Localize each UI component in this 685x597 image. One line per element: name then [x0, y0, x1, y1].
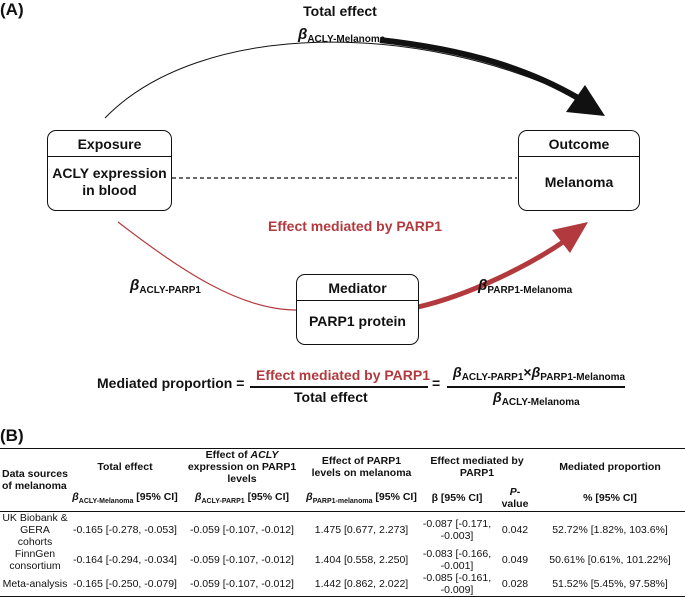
cell-source: UK Biobank & GERA cohorts: [2, 512, 68, 548]
cell-total: -0.164 [-0.294, -0.034]: [73, 554, 177, 566]
cell-proportion: 50.61% [0.61%, 101.22%]: [549, 554, 671, 566]
cell-proportion: 52.72% [1.82%, 103.6%]: [552, 524, 668, 536]
results-table: Data sources of melanoma Total effect Ef…: [0, 448, 685, 597]
header-source: Data sources of melanoma: [0, 448, 70, 512]
subheader-total: βACLY-Melanoma [95% CI]: [72, 490, 178, 506]
mediator-box: Mediator PARP1 protein: [296, 274, 419, 345]
subheader-acly-parp1: βACLY-PARP1 [95% CI]: [194, 490, 290, 506]
diagram-arrows: [104, 37, 605, 311]
total-effect-arc-thick: [379, 37, 580, 101]
formula-lhs: Mediated proportion =: [97, 375, 245, 391]
header-total: Total effect: [97, 461, 153, 473]
mediator-outcome-arrowhead: [552, 222, 588, 253]
cell-mediated: -0.085 [-0.161, -0.009]: [422, 572, 492, 596]
beta-parp1-melanoma: βPARP1-Melanoma: [478, 277, 573, 296]
formula-fraction-line-2: [447, 386, 625, 388]
formula-denominator-1: Total effect: [294, 389, 368, 405]
subheader-parp1-melanoma: βPARP1-melanoma [95% CI]: [306, 490, 417, 506]
cell-mediated: -0.087 [-0.171, -0.003]: [422, 518, 492, 542]
formula-equals: =: [432, 375, 441, 391]
exposure-mediator-path: [117, 221, 297, 311]
cell-p: 0.042: [501, 524, 529, 536]
table-row: FinnGen consortium -0.164 [-0.294, -0.034…: [0, 548, 685, 572]
cell-total: -0.165 [-0.278, -0.053]: [73, 524, 177, 536]
header-proportion: Mediated proportion: [559, 461, 661, 473]
cell-p: 0.028: [501, 578, 529, 590]
cell-total: -0.165 [-0.250, -0.079]: [73, 578, 177, 590]
beta-total-effect: βACLY-Melanoma: [298, 26, 386, 45]
mediator-outcome-path: [417, 237, 568, 310]
beta-acly-parp1: βACLY-PARP1: [130, 277, 201, 296]
formula-numerator-2: βACLY-PARP1×βPARP1-Melanoma: [453, 364, 626, 383]
subheader-mediated-beta: β [95% CI]: [431, 492, 483, 504]
subheader-p-value: P-value: [501, 486, 529, 510]
total-effect-arc: [104, 41, 583, 119]
total-effect-arrowhead: [566, 85, 605, 116]
cell-parp1-mel: 1.475 [0.677, 2.273]: [314, 524, 409, 536]
header-acly-parp1: Effect of ACLY expression on PARP1 level…: [187, 449, 297, 485]
outcome-box: Outcome Melanoma: [518, 130, 640, 211]
outcome-body: Melanoma: [544, 174, 614, 190]
total-effect-title: Total effect: [303, 3, 377, 19]
header-mediated: Effect mediated by PARP1: [430, 455, 524, 479]
cell-acly-parp1: -0.059 [-0.107, -0.012]: [190, 524, 294, 536]
table-row: Meta-analysis -0.165 [-0.250, -0.079] -0.0…: [0, 572, 685, 597]
formula-denominator-2: βACLY-Melanoma: [493, 389, 580, 408]
mediated-effect-title: Effect mediated by PARP1: [268, 218, 443, 234]
panel-a-label: (A): [0, 0, 24, 19]
exposure-box: Exposure ACLY expression in blood: [47, 130, 172, 211]
cell-acly-parp1: -0.059 [-0.107, -0.012]: [190, 554, 294, 566]
cell-p: 0.049: [501, 554, 529, 566]
exposure-body: ACLY expression in blood: [52, 165, 167, 198]
table-row: UK Biobank & GERA cohorts -0.165 [-0.278,…: [0, 512, 685, 549]
panel-b-label: (B): [0, 426, 24, 445]
cell-parp1-mel: 1.442 [0.862, 2.022]: [314, 578, 409, 590]
cell-source: FinnGen consortium: [9, 548, 61, 572]
mediator-header: Mediator: [297, 275, 418, 301]
exposure-header: Exposure: [48, 131, 171, 157]
subheader-proportion: % [95% CI]: [583, 492, 637, 504]
cell-parp1-mel: 1.404 [0.558, 2.250]: [314, 554, 409, 566]
outcome-header: Outcome: [519, 131, 639, 157]
header-parp1-melanoma: Effect of PARP1 levels on melanoma: [311, 455, 412, 479]
cell-mediated: -0.083 [-0.166, -0.001]: [422, 548, 492, 572]
formula-fraction-line-1: [250, 386, 428, 388]
cell-acly-parp1: -0.059 [-0.107, -0.012]: [190, 578, 294, 590]
cell-proportion: 51.52% [5.45%, 97.58%]: [552, 578, 668, 590]
mediator-body: PARP1 protein: [309, 313, 406, 329]
cell-source: Meta-analysis: [2, 578, 68, 590]
formula-numerator-1: Effect mediated by PARP1: [256, 367, 431, 383]
